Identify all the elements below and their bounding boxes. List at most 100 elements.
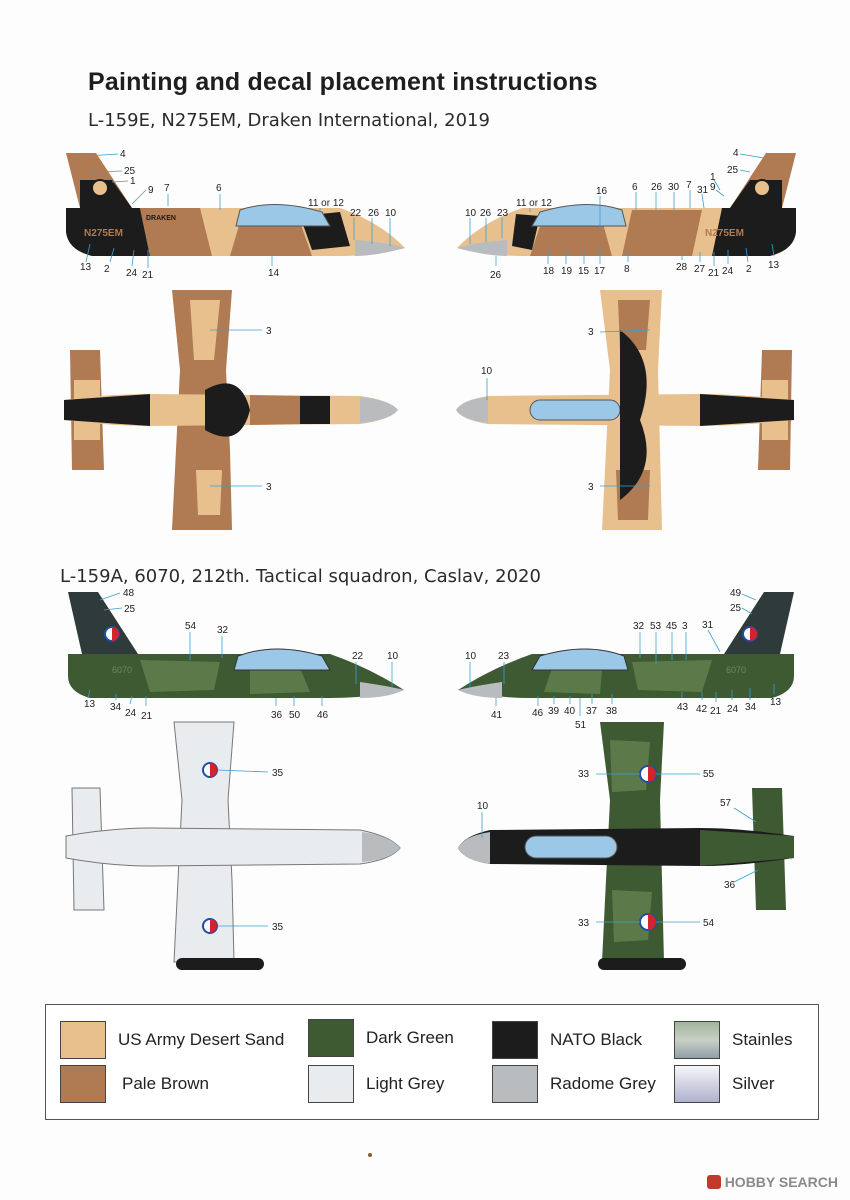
- callout-label: 51: [575, 720, 587, 731]
- legend-swatch: [492, 1021, 538, 1059]
- aircraft-artwork: N275EM DRAKEN N275EM: [64, 148, 796, 970]
- callout-label: 24: [125, 708, 137, 719]
- callout-label: 46: [317, 710, 329, 721]
- callout-label: 3: [588, 482, 594, 493]
- callout-label: 24: [722, 266, 734, 277]
- callout-label: 35: [272, 922, 284, 933]
- callout-label: 3: [588, 327, 594, 338]
- callout-label: 10: [387, 651, 399, 662]
- callout-label: 54: [185, 621, 197, 632]
- callout-label: 55: [703, 769, 715, 780]
- callout-label: 39: [548, 706, 560, 717]
- callout-label: 25: [730, 603, 742, 614]
- callout-label: 54: [703, 918, 715, 929]
- legend-label: NATO Black: [550, 1030, 642, 1049]
- callout-label: 8: [624, 264, 630, 275]
- legend-item-nato-black: NATO Black: [492, 1021, 642, 1059]
- callout-label: 49: [730, 588, 742, 599]
- callout-label: 25: [124, 604, 136, 615]
- callout-label: 2: [746, 264, 752, 275]
- stray-mark: [368, 1153, 372, 1157]
- callout-label: 31: [702, 620, 714, 631]
- legend-swatch: [308, 1065, 354, 1103]
- scheme-2-side-left-aircraft: 6070: [68, 592, 404, 698]
- callout-label: 23: [497, 208, 509, 219]
- callout-label: 31: [697, 185, 709, 196]
- legend-swatch: [492, 1065, 538, 1103]
- callout-label: 24: [126, 268, 138, 279]
- legend-label: Dark Green: [366, 1028, 454, 1047]
- scheme-2-side-right-aircraft: [458, 592, 794, 698]
- serial-marking: 6070: [112, 665, 132, 675]
- callout-label: 13: [84, 699, 96, 710]
- callout-label: 40: [564, 706, 576, 717]
- callout-label: 32: [217, 625, 229, 636]
- callout-label: 15: [578, 266, 590, 277]
- watermark: HOBBY SEARCH: [706, 1174, 838, 1190]
- callout-label: 17: [594, 266, 606, 277]
- legend-swatch: [674, 1021, 720, 1059]
- callout-label: 6: [216, 183, 222, 194]
- callout-label: 2: [104, 264, 110, 275]
- callout-label: 38: [606, 706, 618, 717]
- callout-label: 22: [350, 208, 362, 219]
- callout-label: 28: [676, 262, 688, 273]
- callout-label: 18: [543, 266, 555, 277]
- callout-label: 21: [141, 711, 153, 722]
- callout-label: 3: [266, 482, 272, 493]
- callout-label: 9: [148, 185, 154, 196]
- legend-swatch: [60, 1021, 106, 1059]
- page-title: Painting and decal placement instruction…: [88, 68, 598, 96]
- scheme-1-top-aircraft: [64, 290, 398, 530]
- callout-layer: 4 25 1 9 7 6 11 or 12 22 26 10 13 2 24 2…: [80, 148, 782, 933]
- callout-label: 3: [682, 621, 688, 632]
- callout-label: 25: [727, 165, 739, 176]
- callout-label: 13: [768, 260, 780, 271]
- serial-marking: N275EM: [84, 228, 123, 239]
- callout-label: 21: [710, 706, 722, 717]
- callout-label: 46: [532, 708, 544, 719]
- callout-label: 26: [651, 182, 663, 193]
- legend-item-radome-grey: Radome Grey: [492, 1065, 656, 1103]
- scheme-1-side-right-aircraft: [457, 153, 796, 256]
- legend-swatch: [308, 1019, 354, 1057]
- callout-label: 9: [710, 182, 716, 193]
- callout-label: 57: [720, 798, 732, 809]
- hobby-search-logo-icon: [706, 1175, 721, 1189]
- legend-item-stainles: Stainles: [674, 1021, 792, 1059]
- scheme-1-heading: L-159E, N275EM, Draken International, 20…: [88, 110, 490, 131]
- watermark-text: HOBBY SEARCH: [724, 1174, 838, 1190]
- callout-label: 27: [694, 264, 706, 275]
- callout-label: 10: [477, 801, 489, 812]
- legend-item-silver: Silver: [674, 1065, 775, 1103]
- callout-label: 37: [586, 706, 598, 717]
- callout-label: 10: [465, 208, 477, 219]
- callout-label: 24: [727, 704, 739, 715]
- callout-label: 33: [578, 918, 590, 929]
- callout-label: 10: [385, 208, 397, 219]
- legend-label: Light Grey: [366, 1074, 445, 1093]
- callout-label: 1: [130, 176, 136, 187]
- callout-label: 7: [686, 180, 692, 191]
- callout-label: 10: [465, 651, 477, 662]
- callout-label: 16: [596, 186, 608, 197]
- legend-swatch: [60, 1065, 106, 1103]
- callout-label: 48: [123, 588, 135, 599]
- legend-swatch: [674, 1065, 720, 1103]
- callout-label: 22: [352, 651, 364, 662]
- serial-marking-right: N275EM: [705, 228, 744, 239]
- scheme-2-underside-aircraft: [65, 721, 401, 970]
- callout-label: 30: [668, 182, 680, 193]
- callout-label: 43: [677, 702, 689, 713]
- callout-label: 6: [632, 182, 638, 193]
- legend-label: US Army Desert Sand: [118, 1030, 285, 1049]
- tail-emblem: [91, 179, 109, 197]
- callout-label: 21: [708, 268, 720, 279]
- scheme-2-heading: L-159A, 6070, 212th. Tactical squadron, …: [60, 566, 541, 587]
- scheme-2-top-aircraft: [458, 722, 794, 970]
- callout-label: 26: [368, 208, 380, 219]
- legend-label: Stainles: [732, 1030, 793, 1049]
- callout-label: 19: [561, 266, 573, 277]
- callout-label: 33: [578, 769, 590, 780]
- draken-logo: DRAKEN: [146, 215, 176, 222]
